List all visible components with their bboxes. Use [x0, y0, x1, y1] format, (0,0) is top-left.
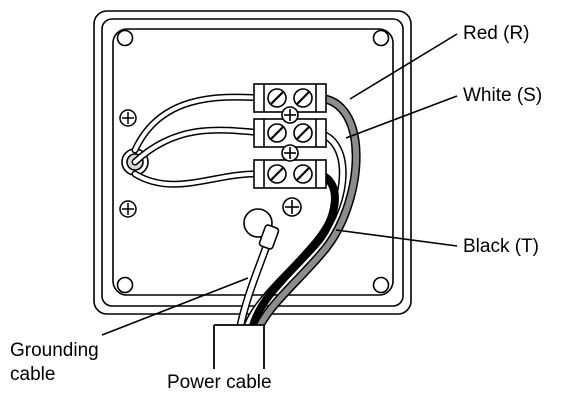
panel-screw-upper-left	[119, 109, 137, 127]
mounting-hole-top-right	[372, 29, 390, 47]
ground-terminal	[243, 197, 302, 250]
ground-lug-sleeve	[258, 224, 280, 250]
mounting-hole-bottom-right	[372, 276, 390, 294]
label-black: Black (T)	[463, 236, 539, 257]
label-grounding-line2: cable	[10, 364, 56, 385]
leader-lines	[101, 33, 458, 336]
label-power-cable: Power cable	[167, 372, 272, 393]
leader-grounding	[101, 277, 249, 336]
black-wire	[248, 170, 339, 334]
panel-screws	[119, 109, 137, 218]
red-wire	[253, 93, 361, 335]
power-cable-wires	[236, 93, 361, 335]
grounding-wire	[236, 238, 272, 332]
terminal-row-t	[253, 159, 327, 189]
gland-wires	[131, 93, 266, 188]
terminal-block	[253, 83, 327, 189]
label-red: Red (R)	[463, 23, 530, 44]
terminal-center-screw-upper	[281, 106, 299, 124]
leader-red	[349, 33, 458, 100]
mounting-hole-bottom-left	[116, 276, 134, 294]
corner-mounting-holes	[116, 29, 390, 294]
leader-black	[335, 229, 458, 247]
power-cable-sheath	[213, 324, 265, 369]
leader-white	[345, 95, 458, 139]
panel-screw-lower-left	[119, 200, 137, 218]
box-mounting-plate	[112, 28, 394, 296]
label-white: White (S)	[463, 85, 543, 106]
box-inner-frame	[101, 18, 404, 307]
ground-screw	[282, 197, 302, 217]
label-grounding-line1: Grounding	[10, 340, 99, 361]
mounting-hole-top-left	[116, 29, 134, 47]
terminal-center-screw-lower	[281, 144, 299, 162]
